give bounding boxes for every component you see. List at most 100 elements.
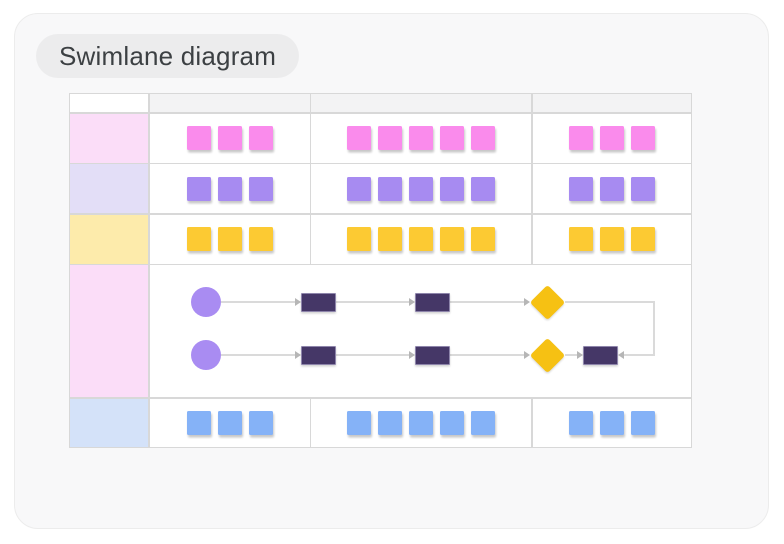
task-card [186, 176, 211, 201]
lane-label-purple [70, 164, 148, 213]
cards-group [150, 399, 310, 447]
task-card [440, 126, 464, 150]
cards-cell [149, 398, 310, 447]
task-card [248, 176, 273, 201]
task-card [217, 227, 242, 251]
task-card [409, 126, 433, 150]
header-cell [311, 94, 531, 112]
task-card [471, 176, 495, 201]
arrowhead-icon [408, 298, 415, 306]
cards-cell [311, 113, 531, 163]
connector-line [449, 301, 525, 303]
task-card [217, 126, 242, 150]
connector-line [565, 301, 655, 303]
task-card [248, 227, 273, 251]
flow-cell [149, 265, 691, 397]
task-card [630, 227, 655, 251]
lane-label-pink [70, 113, 148, 163]
arrowhead-icon [408, 351, 415, 359]
cards-group [150, 164, 310, 213]
task-card [630, 410, 655, 435]
cards-group [533, 399, 691, 447]
task-card [347, 227, 371, 251]
task-card [440, 410, 464, 435]
process-node [414, 292, 450, 312]
task-card [186, 126, 211, 150]
cards-group [150, 215, 310, 264]
arrowhead-icon [576, 351, 583, 359]
task-card [568, 227, 593, 251]
template-title-pill: Swimlane diagram [36, 34, 300, 78]
connector-line [623, 354, 654, 356]
cards-group [533, 215, 691, 264]
cards-cell [311, 398, 531, 447]
lane-label-blue [70, 398, 148, 447]
task-card [599, 176, 624, 201]
template-card[interactable]: Swimlane diagram [14, 13, 769, 529]
task-card [568, 126, 593, 150]
header-cell [149, 94, 310, 112]
cards-cell [532, 164, 691, 213]
task-card [378, 410, 402, 435]
task-card [248, 410, 273, 435]
task-card [471, 410, 495, 435]
process-node [414, 345, 450, 365]
task-card [347, 410, 371, 435]
arrowhead-icon [617, 351, 624, 359]
process-node [582, 345, 618, 365]
header-label-cell [70, 94, 148, 112]
swimlane-table [69, 93, 692, 448]
task-card [471, 126, 495, 150]
task-card [599, 410, 624, 435]
cards-cell [311, 164, 531, 213]
task-card [248, 126, 273, 150]
cards-cell [311, 214, 531, 264]
cards-group [150, 114, 310, 163]
arrowhead-icon [294, 351, 301, 359]
task-card [630, 176, 655, 201]
connector-line [565, 354, 578, 356]
task-card [217, 176, 242, 201]
task-card [347, 176, 371, 201]
task-card [186, 410, 211, 435]
arrowhead-icon [524, 351, 530, 359]
task-card [440, 227, 464, 251]
task-card [409, 176, 433, 201]
task-card [378, 176, 402, 201]
task-card [186, 227, 211, 251]
header-cell [532, 94, 691, 112]
task-card [378, 126, 402, 150]
connector-line [449, 354, 525, 356]
connector-line [220, 301, 296, 303]
task-card [599, 126, 624, 150]
cards-cell [149, 113, 310, 163]
cards-cell [149, 164, 310, 213]
arrowhead-icon [524, 298, 530, 306]
elbow-connector [652, 301, 655, 356]
task-card [409, 410, 433, 435]
task-card [378, 227, 402, 251]
task-card [217, 410, 242, 435]
cards-group [311, 164, 531, 213]
start-node [190, 287, 221, 317]
cards-group [311, 114, 531, 163]
connector-line [335, 354, 410, 356]
connector-line [220, 354, 296, 356]
template-title: Swimlane diagram [59, 40, 277, 71]
cards-cell [149, 214, 310, 264]
lane-label-yellow [70, 214, 148, 264]
task-card [630, 126, 655, 150]
task-card [409, 227, 433, 251]
task-card [347, 126, 371, 150]
decision-node [529, 284, 566, 320]
process-node [300, 292, 336, 312]
cards-cell [532, 214, 691, 264]
task-card [440, 176, 464, 201]
connector-line [335, 301, 410, 303]
cards-group [533, 164, 691, 213]
task-card [599, 227, 624, 251]
decision-node [529, 337, 566, 373]
task-card [568, 410, 593, 435]
cards-group [533, 114, 691, 163]
process-node [300, 345, 336, 365]
